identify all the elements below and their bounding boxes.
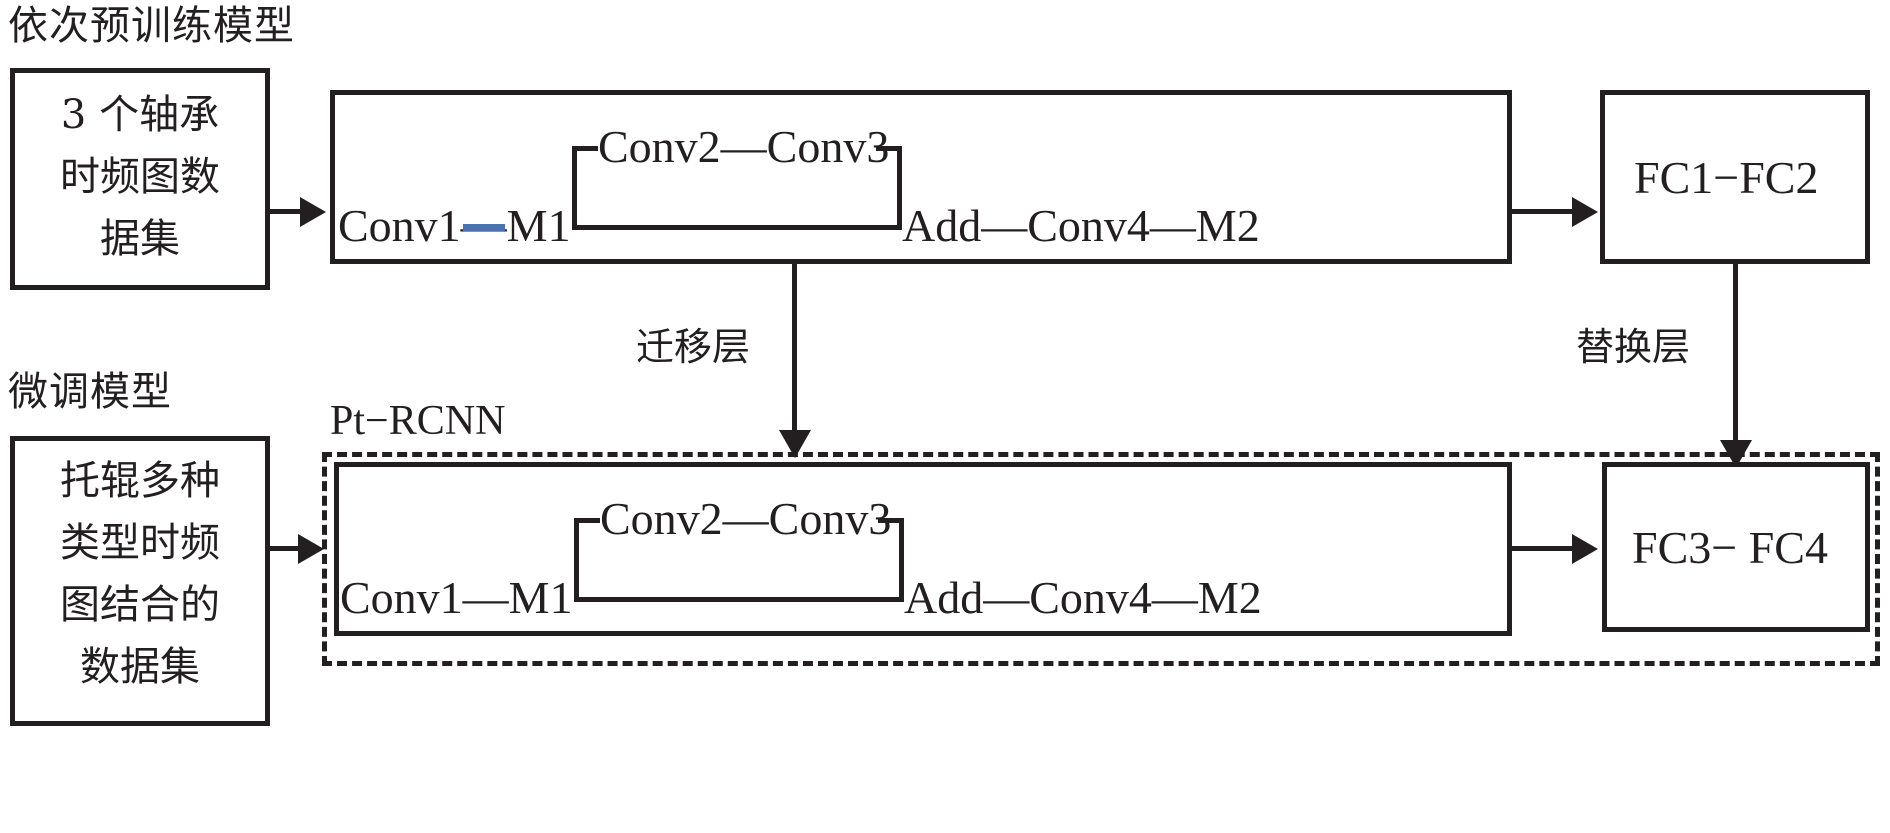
finetune-branch-left-stem [574, 518, 579, 602]
fc1-fc2-label: FC1−FC2 [1634, 152, 1819, 203]
pretrain-backbone-box [330, 90, 1512, 264]
finetune-branch-right-tick [878, 518, 904, 523]
fc3-fc4-label: FC3− FC4 [1632, 522, 1828, 573]
pretrain-add-conv4-m2-label: Add—Conv4—M2 [902, 200, 1260, 251]
finetune-dataset-label: 托辊多种 类型时频 图结合的 数据集 [60, 458, 220, 690]
arrow-line-dataset-to-backbone [270, 209, 318, 214]
arrow-head-backbone2-to-fc34 [1572, 534, 1598, 564]
pretrain-branch-right-tick [876, 146, 902, 151]
finetune-branch-left-tick [574, 518, 600, 523]
fc1-fc2-box [1600, 90, 1870, 264]
arrow-line-dataset2-to-backbone2 [270, 546, 318, 551]
pretrain-conv2-conv3-label: Conv2—Conv3 [598, 121, 890, 172]
replace-connector-line [1733, 264, 1738, 466]
pretrain-dataset-label: 3 个轴承 时频图数 据集 [60, 92, 220, 262]
arrow-line-backbone2-to-fc34 [1512, 546, 1590, 551]
arrow-head-dataset-to-backbone [300, 197, 326, 227]
pretrain-conv1-m1-label: Conv1—M1 [338, 200, 571, 251]
finetune-dataset-box [10, 436, 270, 726]
pretrain-section-title: 依次预训练模型 [8, 3, 295, 49]
blue-connector-dash [463, 224, 505, 231]
arrow-head-dataset2-to-backbone2 [298, 534, 324, 564]
pt-rcnn-group-dashed-box [322, 452, 1880, 666]
finetune-conv2-conv3-label: Conv2—Conv3 [600, 493, 892, 544]
pretrain-branch-left-tick [572, 146, 598, 151]
pt-rcnn-group-label: Pt−RCNN [330, 398, 506, 444]
finetune-backbone-box [334, 462, 1512, 636]
pretrain-branch-right-stem [897, 146, 902, 230]
pretrain-branch-left-stem [572, 146, 577, 230]
transfer-connector-line [792, 264, 797, 456]
pretrain-branch-bottom-bar [572, 225, 902, 230]
finetune-conv1-m1-label: Conv1—M1 [340, 572, 573, 623]
replace-layer-label: 替换层 [1576, 325, 1691, 369]
pretrain-dataset-box [10, 68, 270, 290]
finetune-section-title: 微调模型 [8, 369, 172, 415]
arrow-head-backbone-to-fc12 [1572, 197, 1598, 227]
fc3-fc4-box [1602, 462, 1870, 632]
finetune-add-conv4-m2-label: Add—Conv4—M2 [904, 572, 1262, 623]
finetune-branch-bottom-bar [574, 597, 904, 602]
finetune-branch-right-stem [899, 518, 904, 602]
transfer-layer-label: 迁移层 [636, 325, 751, 369]
arrow-line-backbone-to-fc12 [1512, 209, 1590, 214]
